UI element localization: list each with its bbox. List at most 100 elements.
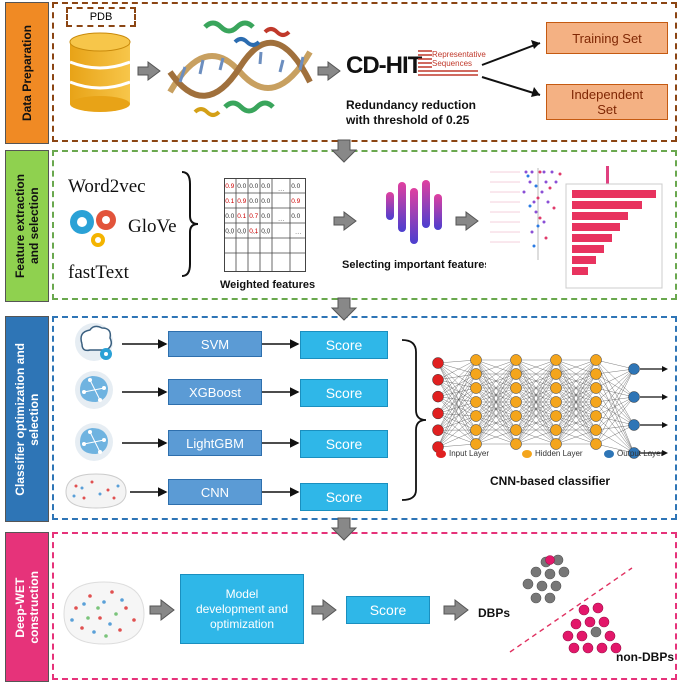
nn-edge — [595, 368, 635, 403]
nn-edge — [437, 429, 477, 448]
nn-edge — [515, 429, 557, 445]
legend-input-label: Input Layer — [449, 449, 490, 458]
matrix-cell-value: 0.0 — [261, 198, 270, 205]
matrix-cell-value: 0.1 — [249, 228, 258, 235]
nn-edge — [475, 387, 517, 445]
matrix-cell-value: 0.9 — [225, 183, 234, 190]
nn-node — [550, 368, 562, 380]
neural-network-diagram — [432, 354, 668, 459]
matrix-cell-value: 0.0 — [225, 213, 234, 220]
nn-output-arrowhead — [662, 422, 668, 428]
independent-set-label: Independent Set — [570, 87, 644, 117]
right-arrow-icon — [455, 211, 479, 231]
embedding-glove: GloVe — [128, 216, 177, 237]
score-box-svm: Score — [300, 331, 388, 359]
section-deep-wet: Deep-WET construction — [5, 532, 49, 682]
nn-edge — [475, 429, 517, 445]
nn-node — [470, 382, 482, 394]
nn-node — [550, 410, 562, 422]
legend-output-label: Output Layer — [617, 449, 664, 458]
nn-edge — [475, 359, 517, 445]
nn-edge — [437, 362, 477, 375]
nn-edge — [595, 368, 635, 445]
brain-gear-icon — [75, 323, 113, 361]
gears-icon — [70, 210, 116, 247]
matrix-ellipsis: ··· — [239, 230, 246, 237]
panel-feature-extraction — [52, 150, 677, 300]
nn-node — [590, 424, 602, 436]
matrix-cell-value: 0.0 — [225, 228, 234, 235]
nn-edge — [437, 359, 477, 431]
nn-node — [628, 391, 640, 403]
matrix-cell-value: 0.0 — [291, 183, 300, 190]
nn-node — [590, 382, 602, 394]
protein-dna-structure-icon — [167, 20, 313, 117]
nn-edge — [555, 401, 597, 445]
score-label: Score — [325, 436, 363, 452]
nn-edge — [437, 362, 477, 389]
nn-output-arrowhead — [662, 394, 668, 400]
nn-edge — [437, 359, 477, 414]
nn-edge — [437, 401, 477, 448]
pdb-label: PDB — [89, 11, 113, 23]
nn-edge — [595, 424, 635, 445]
nn-node — [590, 396, 602, 408]
final-score-box: Score — [346, 596, 430, 624]
nn-edge — [595, 368, 635, 417]
matrix-ellipsis: ··· — [263, 230, 270, 237]
matrix-cell-value: 0.0 — [237, 228, 246, 235]
nn-edge — [555, 359, 597, 403]
nn-edge — [437, 387, 477, 397]
panel-data-preparation — [52, 2, 677, 142]
feature-selection-logo-icon — [386, 180, 442, 244]
nn-edge — [437, 362, 477, 403]
legend-hidden-label: Hidden Layer — [535, 449, 583, 458]
nn-node — [470, 410, 482, 422]
nn-node — [470, 438, 482, 450]
nn-edge — [437, 413, 477, 417]
pdb-label-box: PDB — [66, 7, 136, 27]
nn-node — [510, 438, 522, 450]
nn-edge — [437, 387, 477, 431]
nn-edge — [555, 359, 597, 417]
nn-edge — [515, 387, 557, 445]
nn-edge — [595, 396, 635, 445]
nn-edge — [515, 373, 557, 445]
nn-edge — [515, 359, 557, 375]
model-development-box: Model development and optimization — [180, 574, 304, 644]
legend-hidden-dot — [522, 450, 532, 458]
nn-edge — [595, 368, 635, 389]
brain-network-icon — [75, 371, 113, 409]
nn-edge — [595, 359, 635, 370]
nn-edge — [555, 359, 597, 445]
nn-edge — [437, 373, 477, 380]
nn-edge — [515, 359, 557, 445]
nn-edge — [515, 359, 557, 389]
nn-edge — [437, 387, 477, 414]
matrix-ellipsis: ··· — [251, 230, 258, 237]
matrix-cell-value: 0.0 — [291, 213, 300, 220]
nn-edge — [555, 359, 597, 375]
nn-edge — [437, 379, 477, 417]
nn-edge — [437, 359, 477, 364]
nn-edge — [437, 379, 477, 403]
nn-node — [628, 419, 640, 431]
nn-edge — [475, 373, 517, 445]
redundancy-line2: with threshold of 0.25 — [346, 113, 470, 127]
score-label: Score — [325, 385, 363, 401]
nn-edge — [555, 415, 597, 445]
nn-edge — [475, 359, 517, 389]
model-svm-label: SVM — [200, 336, 230, 352]
nn-node — [550, 382, 562, 394]
nn-node — [470, 424, 482, 436]
nn-edge — [595, 424, 635, 431]
nn-edge — [475, 415, 517, 445]
nn-node — [432, 390, 444, 403]
nn-edge — [475, 359, 517, 375]
matrix-cell-value: 0.9 — [291, 198, 300, 205]
down-arrow-icon — [330, 139, 358, 163]
down-arrow-icon — [330, 297, 358, 321]
nn-node — [510, 368, 522, 380]
matrix-cell-value: 0.0 — [237, 183, 246, 190]
